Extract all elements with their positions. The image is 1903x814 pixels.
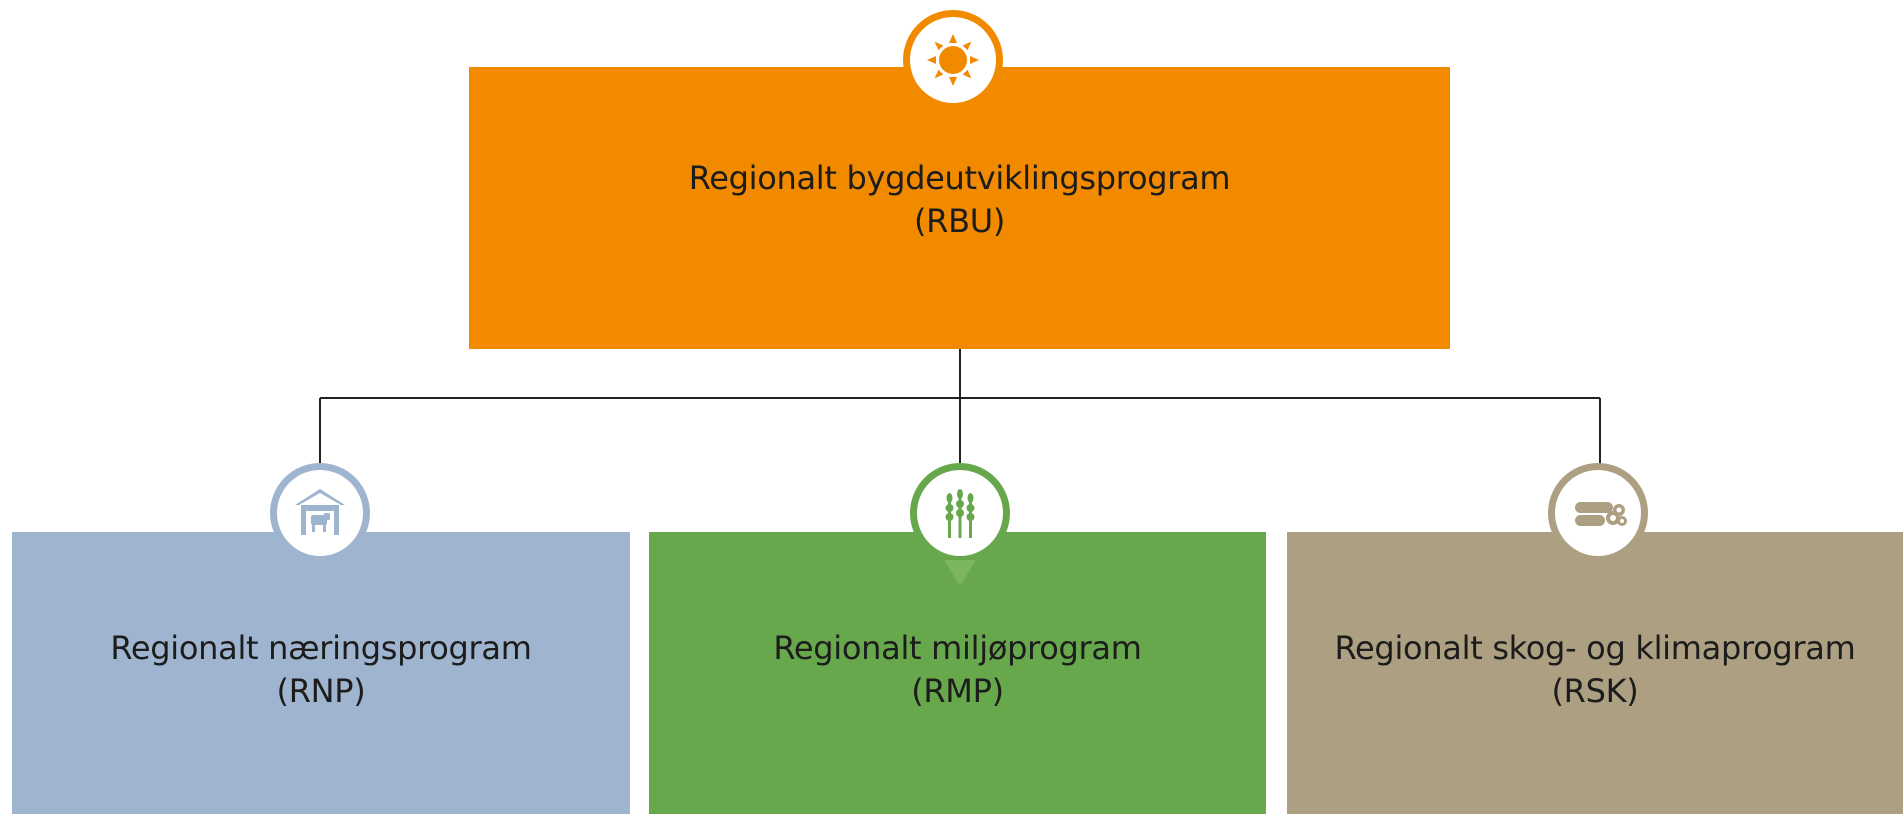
wheat-icon [910, 463, 1010, 563]
rmp-pointer [944, 560, 976, 586]
barn-cow-icon [270, 463, 370, 563]
rnp-abbr: (RNP) [276, 671, 366, 710]
rsk-name: Regionalt skog- og klimaprogram [1334, 628, 1856, 667]
rbu-label: Regionalt bygdeutviklingsprogram (RBU) [689, 157, 1231, 243]
sun-icon [903, 10, 1003, 110]
rnp-box: Regionalt næringsprogram (RNP) [12, 532, 630, 814]
rbu-abbr: (RBU) [913, 202, 1006, 240]
rsk-abbr: (RSK) [1551, 671, 1639, 710]
rsk-label: Regionalt skog- og klimaprogram (RSK) [1335, 627, 1856, 713]
rmp-name: Regionalt miljøprogram [773, 628, 1142, 667]
rmp-label: Regionalt miljøprogram (RMP) [773, 627, 1141, 713]
rnp-label: Regionalt næringsprogram (RNP) [110, 627, 531, 713]
log-pile-icon [1548, 463, 1648, 563]
rmp-abbr: (RMP) [911, 671, 1004, 710]
rsk-box: Regionalt skog- og klimaprogram (RSK) [1287, 532, 1903, 814]
rbu-name: Regionalt bygdeutviklingsprogram [688, 159, 1231, 197]
rbu-box: Regionalt bygdeutviklingsprogram (RBU) [469, 67, 1450, 349]
rnp-name: Regionalt næringsprogram [110, 628, 532, 667]
